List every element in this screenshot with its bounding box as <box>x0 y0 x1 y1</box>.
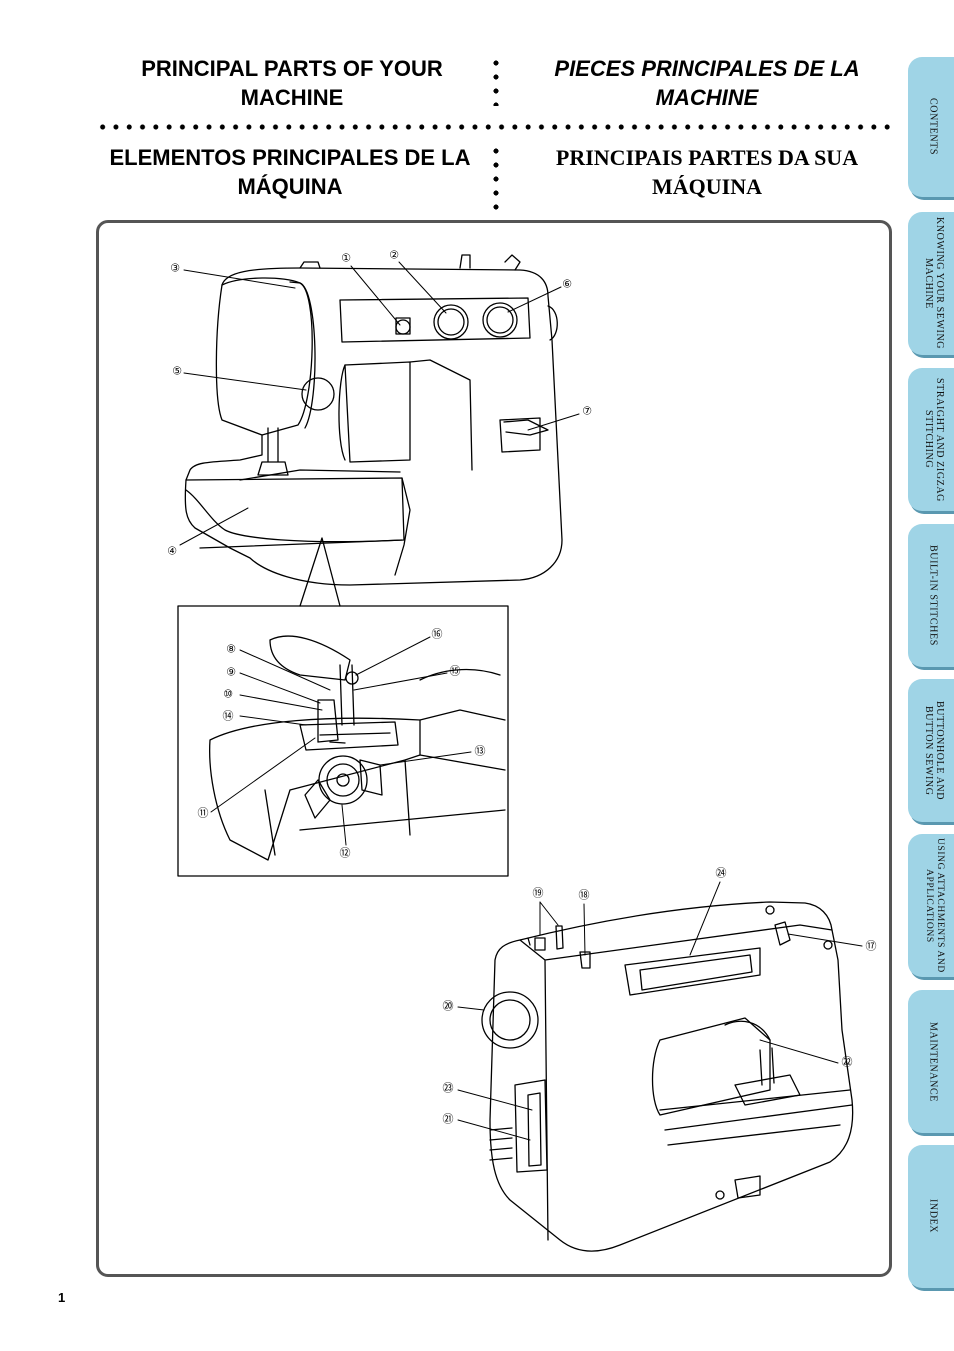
callout-21: ㉑ <box>443 1113 454 1126</box>
callout-19: ⑲ <box>533 887 544 900</box>
callouts: ① ② ③ ④ ⑤ ⑥ ⑦ ⑧ ⑨ ⑩ ⑪ ⑫ ⑬ ⑭ ⑮ ⑯ ⑰ ⑱ ⑲ ⑳ … <box>167 249 876 1126</box>
needle-area-inset <box>177 605 509 877</box>
callout-6: ⑥ <box>562 278 572 291</box>
callout-12: ⑫ <box>340 847 351 860</box>
page-number: 1 <box>58 1290 66 1305</box>
tab-buttonhole-label: BUTTONHOLE AND BUTTON SEWING <box>923 700 945 801</box>
callout-14: ⑭ <box>223 710 234 723</box>
tab-using-attachments[interactable]: USING ATTACHMENTS AND APPLICATIONS <box>908 834 954 977</box>
callout-18: ⑱ <box>579 889 590 902</box>
callout-13: ⑬ <box>475 745 486 758</box>
callout-23: ㉓ <box>443 1082 454 1095</box>
callout-8: ⑧ <box>226 643 236 656</box>
tab-maintenance[interactable]: MAINTENANCE <box>908 990 954 1133</box>
heading-spanish: ELEMENTOS PRINCIPALES DE LA MÁQUINA <box>109 145 471 199</box>
tab-index-label: INDEX <box>927 1199 939 1234</box>
divider-dots-horizontal <box>96 124 896 130</box>
callout-11: ⑪ <box>198 807 209 820</box>
tab-contents-label: CONTENTS <box>927 98 939 156</box>
leader-lines <box>179 261 863 1141</box>
inset-needle-area <box>209 635 506 861</box>
tab-contents[interactable]: CONTENTS <box>908 57 954 197</box>
callout-5: ⑤ <box>172 365 182 378</box>
divider-dots-top <box>493 56 499 106</box>
callout-24: ㉔ <box>716 867 727 880</box>
callout-17: ⑰ <box>866 940 877 953</box>
tab-straight-label: STRAIGHT AND ZIGZAG STITCHING <box>923 377 945 502</box>
callout-9: ⑨ <box>226 666 236 679</box>
divider-dots-bottom <box>493 144 499 214</box>
tab-buttonhole-and-button-sewing[interactable]: BUTTONHOLE AND BUTTON SEWING <box>908 679 954 822</box>
tab-built-in-stitches[interactable]: BUILT-IN STITCHES <box>908 524 954 667</box>
callout-10: ⑩ <box>223 688 233 701</box>
callout-22: ㉒ <box>842 1056 853 1069</box>
heading-portuguese: PRINCIPAIS PARTES DA SUA MÁQUINA <box>555 145 859 199</box>
callout-7: ⑦ <box>582 405 592 418</box>
callout-1: ① <box>341 252 351 265</box>
callout-3: ③ <box>170 262 180 275</box>
tab-built-in-label: BUILT-IN STITCHES <box>927 545 939 646</box>
callout-2: ② <box>389 249 399 262</box>
tab-knowing-your-sewing-machine[interactable]: KNOWING YOUR SEWING MACHINE <box>908 212 954 355</box>
front-view-machine <box>184 254 563 586</box>
callout-16: ⑯ <box>432 628 443 641</box>
back-view-machine <box>481 901 854 1252</box>
heading-french: PIECES PRINCIPALES DE LA MACHINE <box>554 56 860 110</box>
heading-english: PRINCIPAL PARTS OF YOUR MACHINE <box>141 56 443 110</box>
illustration-panel <box>96 220 892 1277</box>
tab-maintenance-label: MAINTENANCE <box>927 1021 939 1102</box>
tab-index[interactable]: INDEX <box>908 1145 954 1288</box>
callout-15: ⑮ <box>450 665 461 678</box>
callout-20: ⑳ <box>443 1000 454 1013</box>
tab-straight-and-zigzag[interactable]: STRAIGHT AND ZIGZAG STITCHING <box>908 368 954 511</box>
tab-attachments-label: USING ATTACHMENTS AND APPLICATIONS <box>924 838 945 973</box>
tab-knowing-label: KNOWING YOUR SEWING MACHINE <box>923 217 945 350</box>
callout-4: ④ <box>167 545 177 558</box>
